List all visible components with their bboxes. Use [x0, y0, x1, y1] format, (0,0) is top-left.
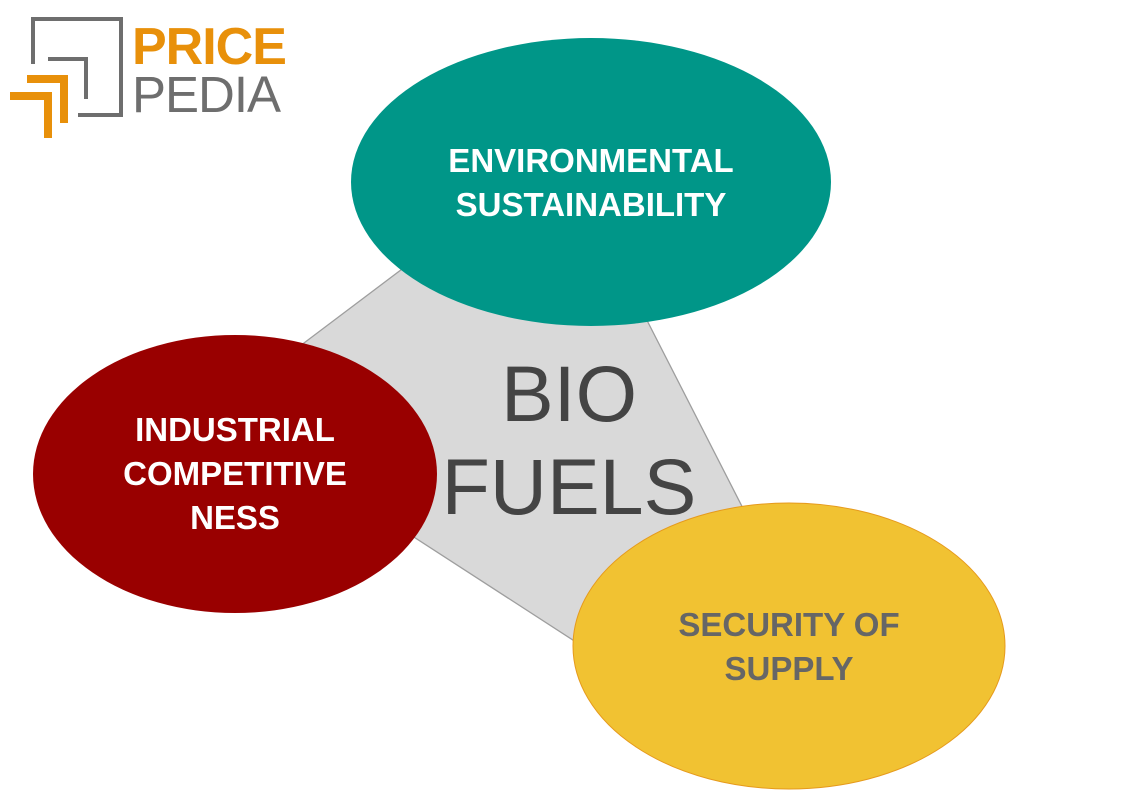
label-line: SECURITY OF [678, 606, 900, 643]
security-of-supply-node [572, 502, 1006, 790]
center-label-line: FUELS [441, 442, 697, 531]
industrial-competitiveness-label: INDUSTRIAL COMPETITIVE NESS [123, 408, 347, 540]
label-line: SUSTAINABILITY [455, 186, 727, 223]
label-line: SUPPLY [724, 650, 854, 687]
logo-pedia-text: PEDIA [132, 66, 281, 123]
environmental-sustainability-node [351, 38, 831, 326]
label-line: COMPETITIVE [123, 455, 347, 492]
label-line: NESS [190, 499, 280, 536]
environmental-sustainability-label: ENVIRONMENTAL SUSTAINABILITY [448, 139, 733, 227]
industrial-competitiveness-node [33, 335, 437, 613]
label-line: ENVIRONMENTAL [448, 142, 734, 179]
security-of-supply-label: SECURITY OF SUPPLY [678, 603, 899, 691]
center-label-line: BIO [500, 349, 638, 438]
center-label: BIO FUELS [442, 347, 697, 533]
logo-price-text: PRICE [132, 18, 287, 76]
label-line: INDUSTRIAL [135, 411, 335, 448]
pricepedia-logo-icon [10, 17, 123, 138]
